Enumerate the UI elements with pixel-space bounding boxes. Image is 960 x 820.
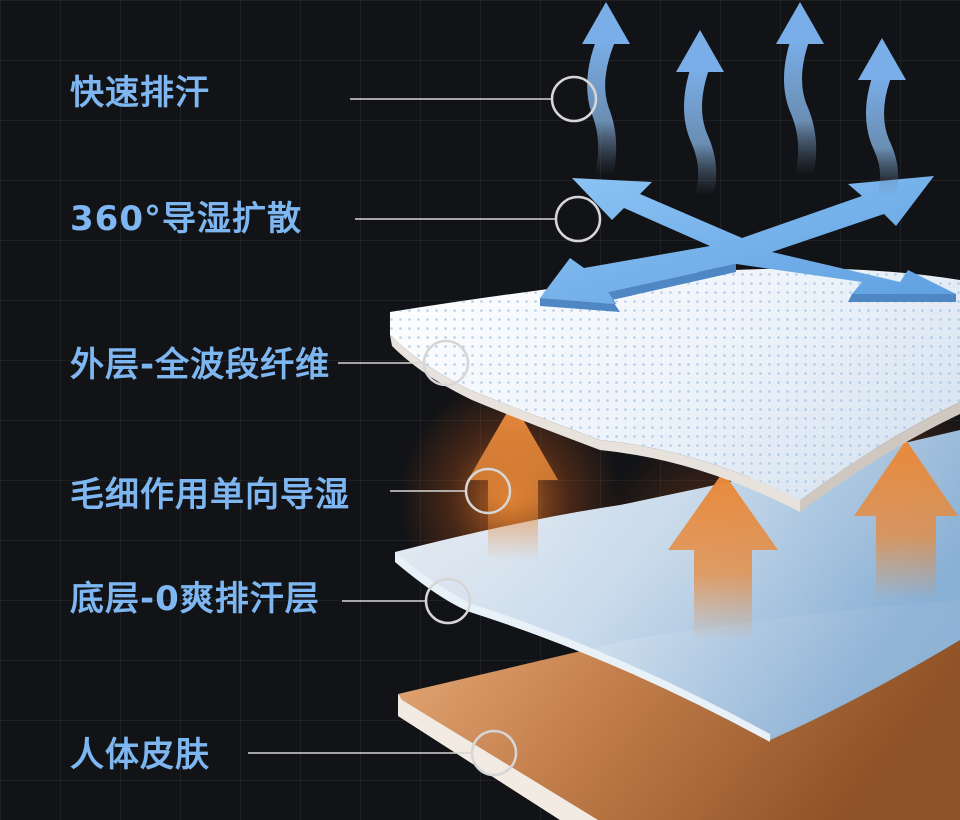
base-layer-fabric bbox=[395, 430, 960, 742]
label-quick-sweat-wicking: 快速排汗 bbox=[70, 73, 210, 113]
label-360-diffusion: 360°导湿扩散 bbox=[70, 199, 302, 239]
label-outer-layer: 外层-全波段纤维 bbox=[70, 345, 331, 385]
label-base-layer: 底层-0爽排汗层 bbox=[70, 579, 320, 619]
outer-layer-fabric bbox=[390, 268, 960, 512]
label-human-skin: 人体皮肤 bbox=[70, 735, 210, 775]
diffusion-cross bbox=[540, 176, 956, 312]
leader-lines bbox=[248, 75, 602, 777]
evaporation-arrows bbox=[582, 2, 906, 205]
label-capillary-wicking: 毛细作用单向导湿 bbox=[70, 475, 350, 515]
orange-arrows bbox=[468, 402, 958, 640]
